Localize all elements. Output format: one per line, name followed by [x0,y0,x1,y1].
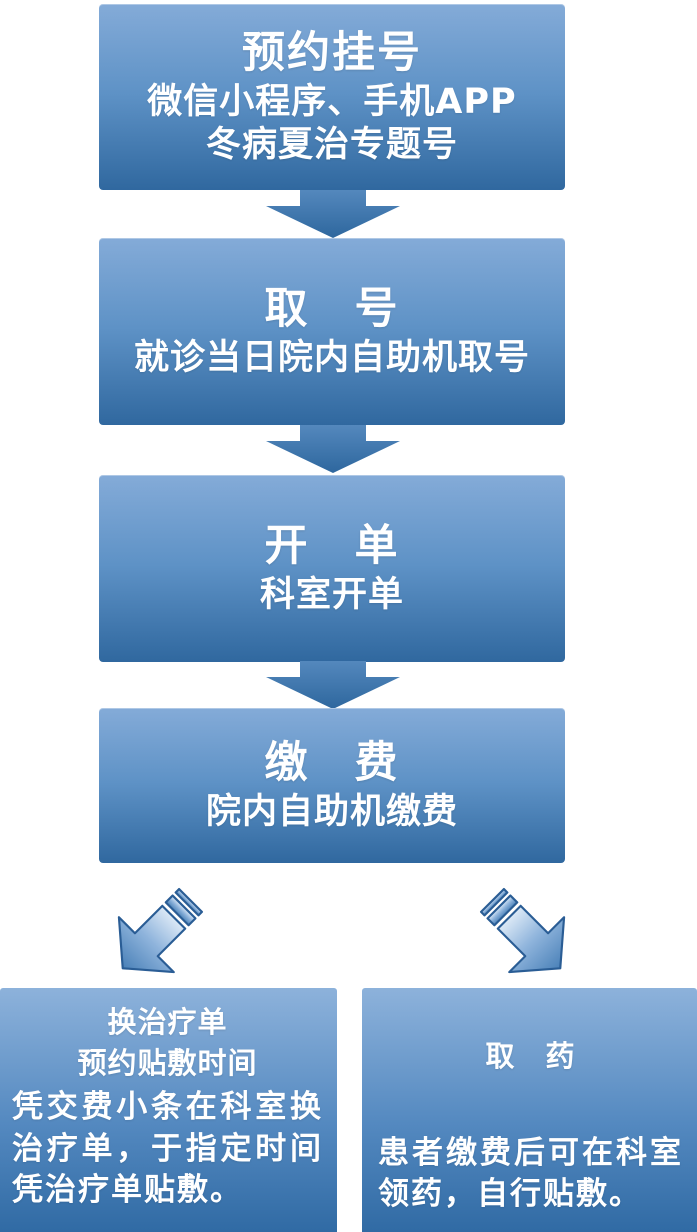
step-title: 开 单 [264,521,400,572]
outcome-title: 换治疗单 [107,1005,228,1039]
outcome-body: 凭交费小条在科室换治疗单，于指定时间凭治疗单贴敷。 [12,1089,323,1209]
step-subtitle: 微信小程序、手机APP [147,82,517,123]
outcome-title: 预约贴敷时间 [77,1045,258,1080]
down-arrow-icon [266,661,400,709]
outcome-box-get-medicine: 取 药 患者缴费后可在科室领药，自行贴敷。 [362,988,697,1232]
outcome-box-treatment-slip: 换治疗单 预约贴敷时间 凭交费小条在科室换治疗单，于指定时间凭治疗单贴敷。 [0,988,337,1232]
down-arrow-icon [266,425,400,473]
step-box-payment: 缴 费 院内自助机缴费 [99,708,565,863]
step-subtitle: 就诊当日院内自助机取号 [133,338,530,379]
step-subtitle: 院内自助机缴费 [205,792,458,833]
down-arrow-icon [266,190,400,238]
step-title: 取 号 [264,284,400,335]
step-box-order: 开 单 科室开单 [99,475,565,662]
outcome-title: 取 药 [485,1039,576,1073]
bent-arrow-down-left-icon [117,887,204,974]
step-subtitle: 科室开单 [259,575,404,616]
step-title: 缴 费 [264,738,400,789]
step-title: 预约挂号 [242,28,422,79]
outcome-body: 患者缴费后可在科室领药，自行贴敷。 [378,1134,683,1213]
step-box-appointment: 预约挂号 微信小程序、手机APP 冬病夏治专题号 [99,4,565,190]
step-box-get-number: 取 号 就诊当日院内自助机取号 [99,238,565,425]
step-subtitle: 冬病夏治专题号 [205,124,458,165]
bent-arrow-down-right-icon [479,887,566,974]
